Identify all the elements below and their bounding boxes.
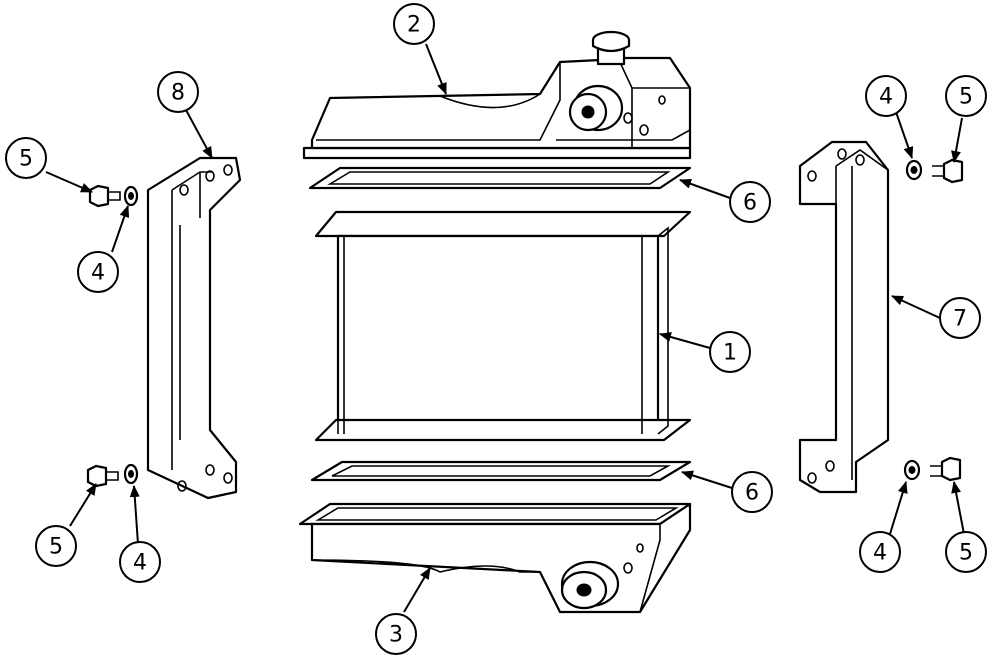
right-bracket <box>798 140 890 494</box>
svg-text:4: 4 <box>133 551 147 576</box>
svg-text:6: 6 <box>745 481 759 506</box>
radiator-core <box>314 210 692 442</box>
callout-6-bottom: 6 <box>731 471 773 513</box>
callout-5-lower-right: 5 <box>945 531 987 573</box>
svg-text:5: 5 <box>959 85 973 110</box>
washer-upper-left <box>123 185 139 207</box>
washer-lower-right <box>903 459 921 481</box>
washer-upper-right <box>905 159 923 181</box>
callout-3: 3 <box>375 613 417 655</box>
svg-text:2: 2 <box>407 13 421 38</box>
svg-text:5: 5 <box>959 541 973 566</box>
svg-text:5: 5 <box>49 535 63 560</box>
upper-tank <box>302 30 692 160</box>
callout-1: 1 <box>709 331 751 373</box>
callout-4-upper-right: 4 <box>865 75 907 117</box>
callout-5-upper-right: 5 <box>945 75 987 117</box>
callout-5-upper-left: 5 <box>5 137 47 179</box>
svg-text:4: 4 <box>879 85 893 110</box>
callout-4-lower-left: 4 <box>119 541 161 583</box>
svg-text:8: 8 <box>171 81 185 106</box>
svg-text:5: 5 <box>19 147 33 172</box>
washer-lower-left <box>123 463 139 485</box>
callout-6-top: 6 <box>729 181 771 223</box>
gasket-bottom <box>310 460 692 482</box>
gasket-top <box>308 166 692 190</box>
callout-2: 2 <box>393 3 435 45</box>
bolt-upper-left <box>88 184 121 208</box>
callout-7: 7 <box>939 297 981 339</box>
svg-text:4: 4 <box>873 541 887 566</box>
bolt-lower-right <box>930 456 962 482</box>
callout-8: 8 <box>157 71 199 113</box>
svg-text:6: 6 <box>743 191 757 216</box>
bolt-lower-left <box>86 464 119 488</box>
svg-text:7: 7 <box>953 307 967 332</box>
svg-text:1: 1 <box>723 341 737 366</box>
leader-lines <box>45 43 965 613</box>
callout-5-lower-left: 5 <box>35 525 77 567</box>
left-bracket <box>146 156 242 500</box>
callout-4-lower-right: 4 <box>859 531 901 573</box>
callout-4-upper-left: 4 <box>77 251 119 293</box>
bolt-upper-right <box>932 158 964 184</box>
svg-text:4: 4 <box>91 261 105 286</box>
svg-text:3: 3 <box>389 623 403 648</box>
lower-tank <box>298 502 692 614</box>
